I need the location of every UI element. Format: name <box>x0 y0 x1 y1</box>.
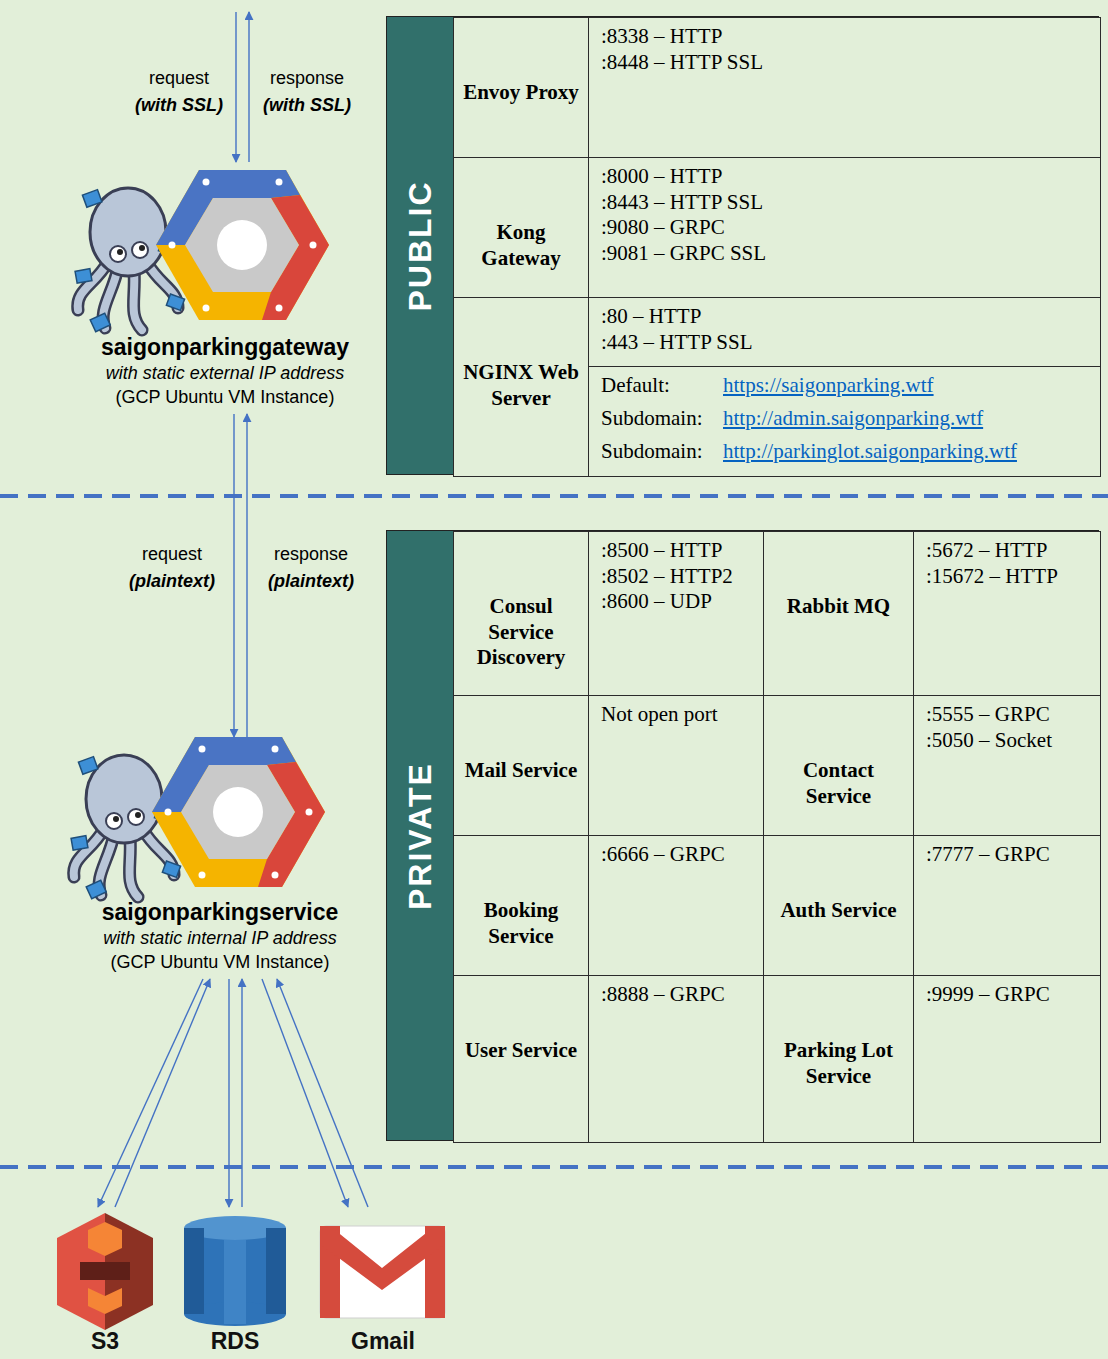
flow-label: request(with SSL) <box>132 64 226 120</box>
service-name-cell: User Service <box>453 975 589 1143</box>
port-entry: :8338 – HTTP <box>601 24 1090 50</box>
service-name-cell: Booking Service <box>453 835 589 976</box>
port-entry: :5555 – GRPC <box>926 702 1090 728</box>
port-entry: :8888 – GRPC <box>601 982 753 1008</box>
domain-list-cell: Default:https://saigonparking.wtfSubdoma… <box>588 366 1101 477</box>
network-zone-table: PRIVATEConsul Service Discovery:8500 – H… <box>386 530 1099 1141</box>
port-list-cell: :8000 – HTTP:8443 – HTTP SSL:9080 – GRPC… <box>588 157 1101 298</box>
service-name-cell: Parking Lot Service <box>763 975 914 1143</box>
node-text: Mail Service <box>460 758 582 784</box>
node-text: (GCP Ubuntu VM Instance) <box>55 950 385 974</box>
gmail-icon <box>320 1226 445 1318</box>
node-text: S3 <box>45 1330 165 1352</box>
node-text: with static external IP address <box>65 361 385 385</box>
port-list-cell: :5672 – HTTP:15672 – HTTP <box>913 531 1101 696</box>
port-entry: :8500 – HTTP <box>601 538 753 564</box>
port-list-cell: :8338 – HTTP:8448 – HTTP SSL <box>588 17 1101 158</box>
connector-arrow <box>98 979 203 1207</box>
s3-icon <box>57 1213 153 1330</box>
node-text: Auth Service <box>770 898 907 924</box>
port-list-cell: Not open port <box>588 695 764 836</box>
service-name-cell: Auth Service <box>763 835 914 976</box>
port-list-cell: :9999 – GRPC <box>913 975 1101 1143</box>
service-name-cell: Contact Service <box>763 695 914 836</box>
network-zone-table: PUBLICEnvoy Proxy:8338 – HTTP:8448 – HTT… <box>386 16 1099 475</box>
node-text: with static internal IP address <box>55 926 385 950</box>
connector-arrow <box>262 979 348 1207</box>
vm-instance: saigonparkingservicewith static internal… <box>55 735 385 974</box>
zone-divider <box>0 496 1108 1167</box>
service-name-cell: Kong Gateway <box>453 157 589 298</box>
cloud-service: Gmail <box>318 1205 448 1352</box>
port-entry: Not open port <box>601 702 753 728</box>
service-name-cell: Envoy Proxy <box>453 17 589 158</box>
port-list-cell: :7777 – GRPC <box>913 835 1101 976</box>
node-text: (GCP Ubuntu VM Instance) <box>65 385 385 409</box>
domain-entry: Default: <box>601 373 723 406</box>
flow-label: response(with SSL) <box>260 64 354 120</box>
edge-label: response(plaintext) <box>265 540 357 596</box>
port-list-cell: :6666 – GRPC <box>588 835 764 976</box>
cloud-service: S3 <box>45 1205 165 1352</box>
port-entry: :8600 – UDP <box>601 589 753 615</box>
vm-instance: saigonparkinggatewaywith static external… <box>65 165 385 409</box>
port-entry: :8000 – HTTP <box>601 164 1090 190</box>
connector-arrow <box>228 979 229 1207</box>
port-list-cell: :5555 – GRPC:5050 – Socket <box>913 695 1101 836</box>
port-list-cell: :8888 – GRPC <box>588 975 764 1143</box>
port-list-cell: :8500 – HTTP:8502 – HTTP2:8600 – UDP <box>588 531 764 696</box>
domain-entry: http://parkinglot.saigonparking.wtf <box>723 439 1092 472</box>
rds-icon <box>184 1216 286 1326</box>
connector-arrow <box>246 414 247 737</box>
service-vm-icon <box>71 737 325 899</box>
node-text: saigonparkinggateway <box>65 333 385 361</box>
edge-label: request(plaintext) <box>126 540 218 596</box>
cloud-service: RDS <box>175 1205 295 1352</box>
service-name-cell: Consul Service Discovery <box>453 531 589 696</box>
port-entry: :80 – HTTP <box>601 304 1090 330</box>
port-entry: :9080 – GRPC <box>601 215 1090 241</box>
connector-arrow <box>115 979 210 1207</box>
port-entry: :5050 – Socket <box>926 728 1090 754</box>
port-entry: :9081 – GRPC SSL <box>601 241 1090 267</box>
port-entry: :443 – HTTP SSL <box>601 330 1090 356</box>
zone-label: PRIVATE <box>402 762 439 910</box>
node-text: Consul Service Discovery <box>460 594 582 671</box>
node-text: Contact Service <box>770 758 907 809</box>
connector-arrow <box>277 979 368 1207</box>
service-name-cell: Rabbit MQ <box>763 531 914 696</box>
node-text: Kong Gateway <box>460 220 582 271</box>
port-entry: :8448 – HTTP SSL <box>601 50 1090 76</box>
domain-entry: http://admin.saigonparking.wtf <box>723 406 1092 439</box>
node-text: Envoy Proxy <box>460 80 582 106</box>
domain-entry: https://saigonparking.wtf <box>723 373 1092 406</box>
node-text: NGINX Web Server <box>460 360 582 411</box>
connector-arrow <box>241 979 242 1207</box>
port-entry: :15672 – HTTP <box>926 564 1090 590</box>
service-name-cell: Mail Service <box>453 695 589 836</box>
node-text: RDS <box>175 1330 295 1352</box>
port-entry: :5672 – HTTP <box>926 538 1090 564</box>
node-text: User Service <box>460 1038 582 1064</box>
zone-label: PUBLIC <box>402 180 439 311</box>
connector-arrow <box>233 414 234 737</box>
service-name-cell: NGINX Web Server <box>453 297 589 477</box>
node-text: Rabbit MQ <box>770 594 907 620</box>
port-entry: :9999 – GRPC <box>926 982 1090 1008</box>
node-text: Booking Service <box>460 898 582 949</box>
port-entry: :7777 – GRPC <box>926 842 1090 868</box>
ssl-arrows <box>236 12 249 162</box>
node-text: saigonparkingservice <box>55 898 385 926</box>
domain-entry: Subdomain: <box>601 406 723 439</box>
port-entry: :8443 – HTTP SSL <box>601 190 1090 216</box>
node-text: Parking Lot Service <box>770 1038 907 1089</box>
port-list-cell: :80 – HTTP:443 – HTTP SSL <box>588 297 1101 367</box>
node-text: Gmail <box>318 1330 448 1352</box>
port-entry: :6666 – GRPC <box>601 842 753 868</box>
port-entry: :8502 – HTTP2 <box>601 564 753 590</box>
domain-entry: Subdomain: <box>601 439 723 472</box>
gateway-vm-icon <box>75 170 329 332</box>
